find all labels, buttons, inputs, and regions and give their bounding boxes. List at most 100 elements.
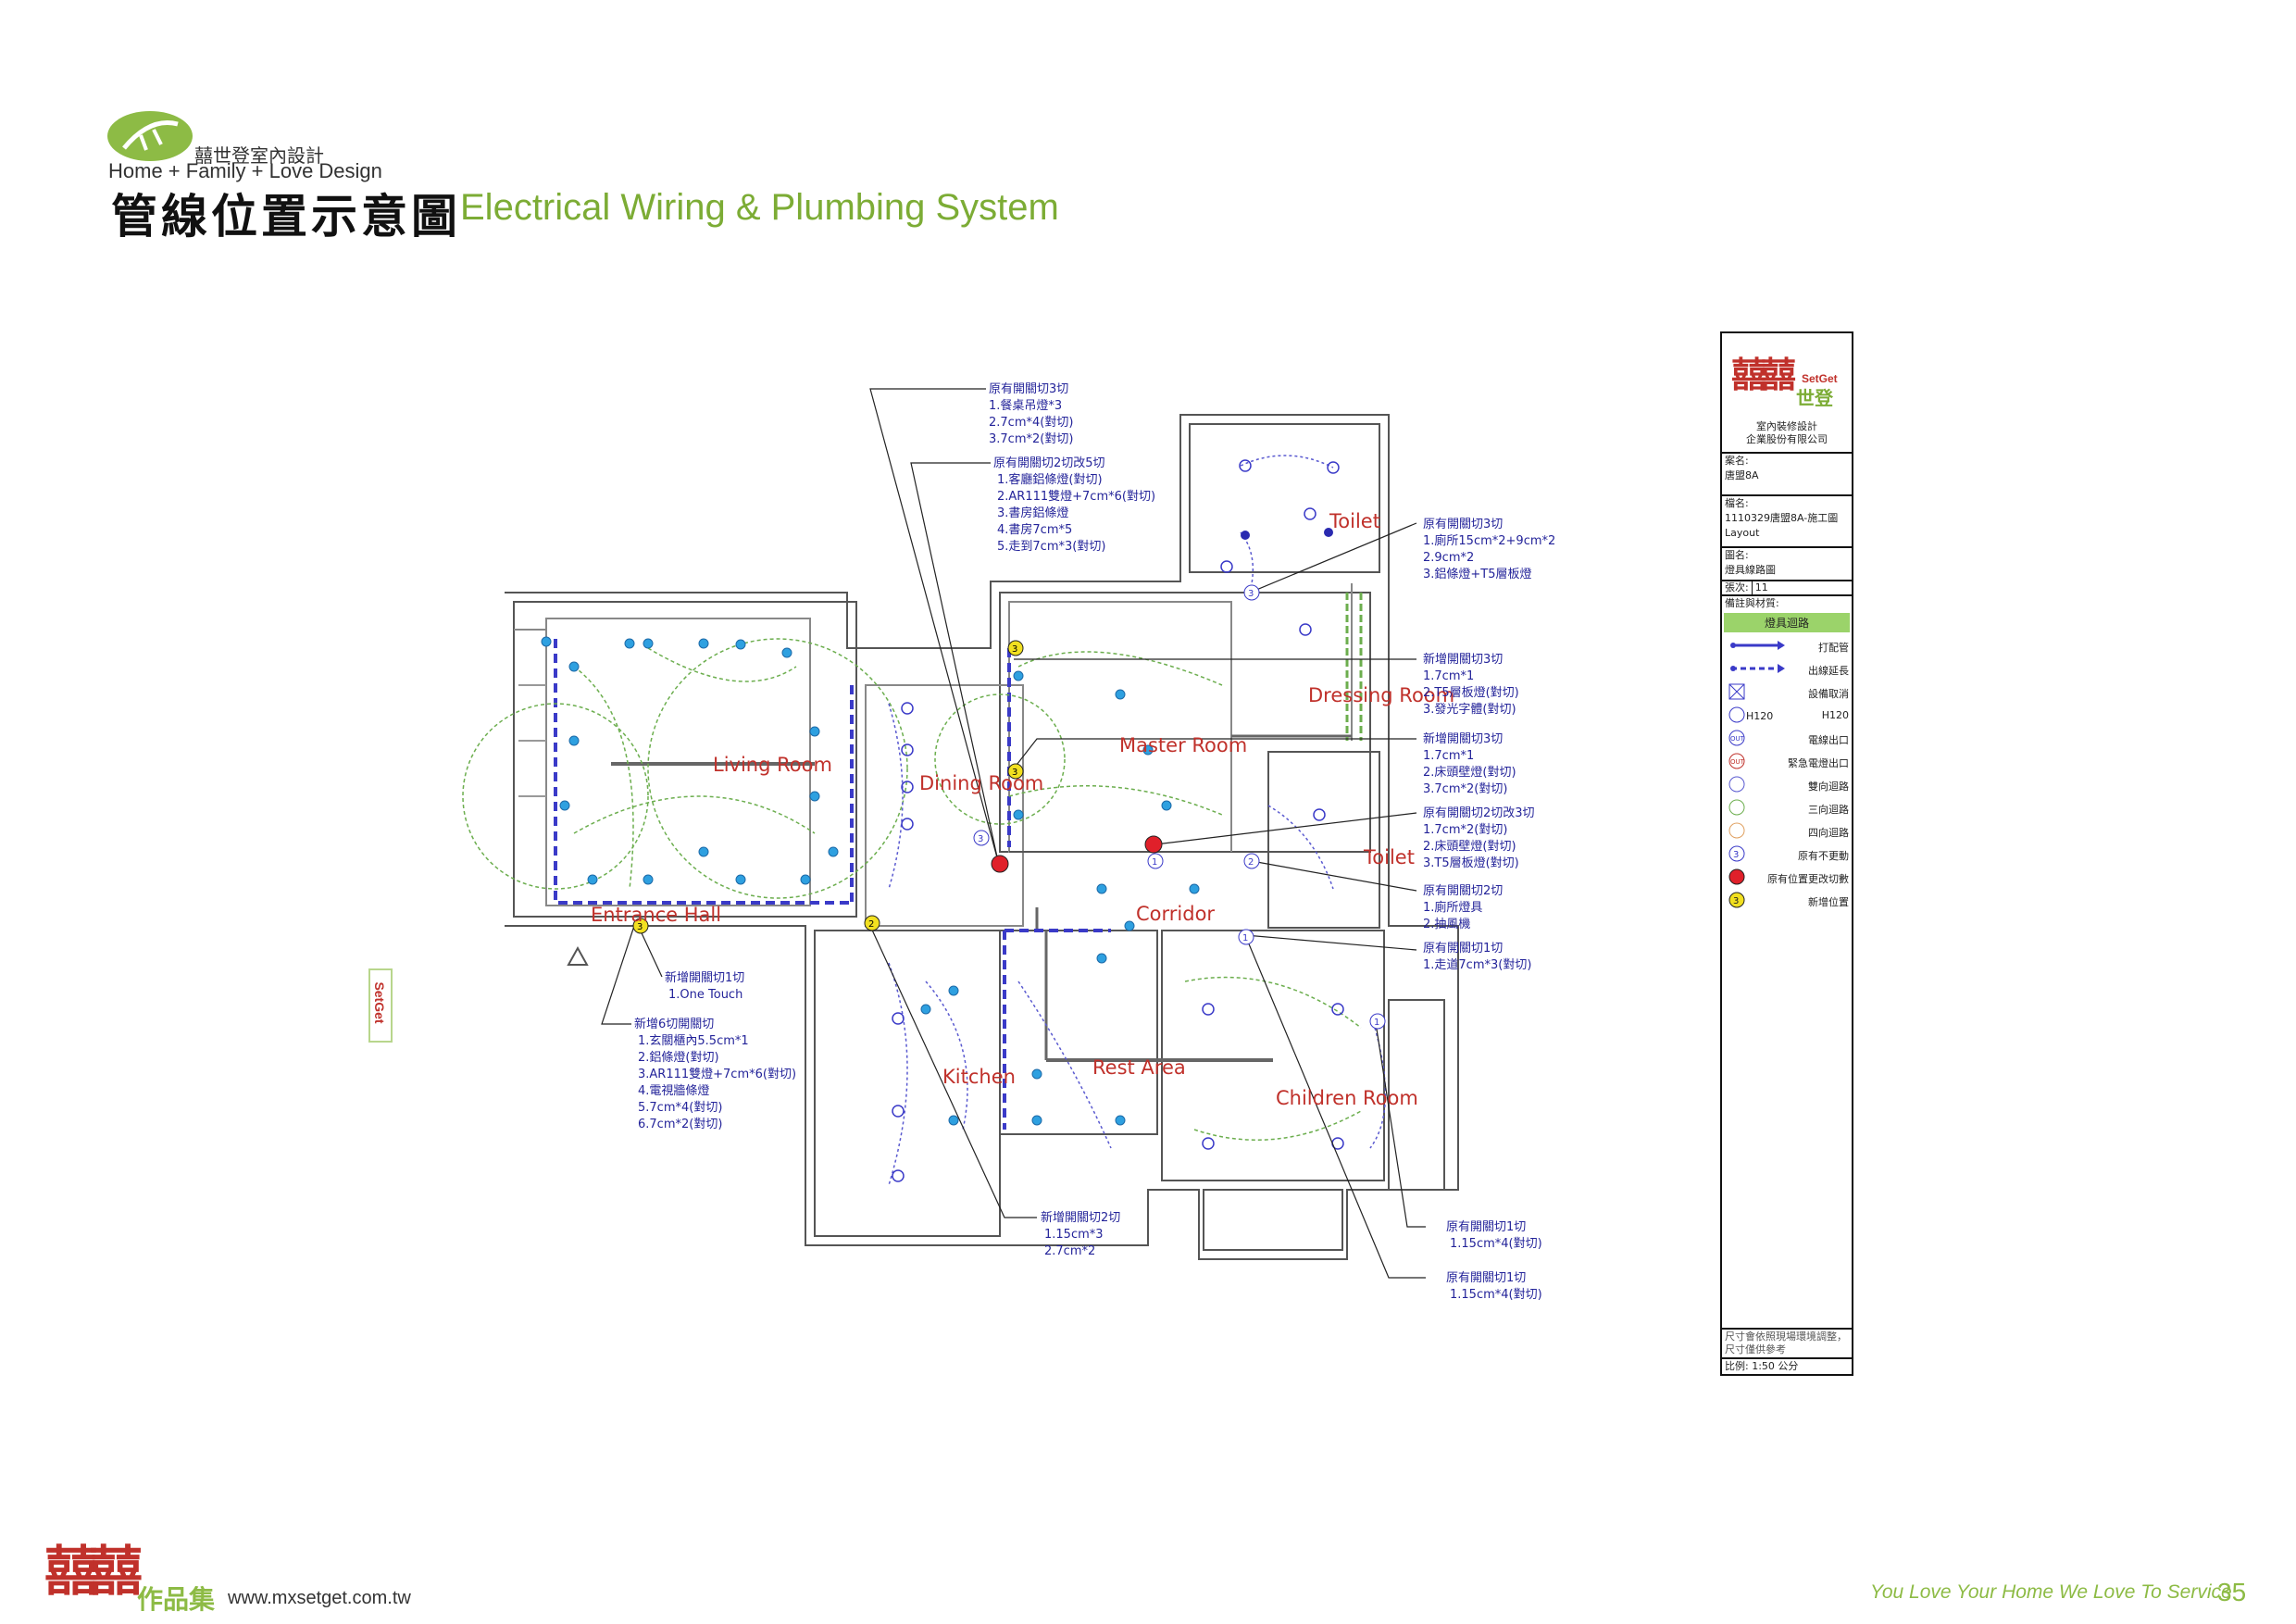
note-line: 1.廁所15cm*2+9cm*2 bbox=[1423, 533, 1555, 548]
logo-cn: 世登 bbox=[1796, 387, 1833, 409]
legend-item: OUT 電線出口 bbox=[1722, 727, 1852, 750]
note-line: 原有開關切3切 bbox=[1423, 518, 1503, 531]
marker-label: 1 bbox=[1242, 933, 1248, 943]
pipe-arrow-icon bbox=[1730, 641, 1785, 650]
note-line: 原有開關切1切 bbox=[1423, 942, 1503, 956]
room-label-living: Living Room bbox=[713, 754, 832, 776]
cancel-cross-icon bbox=[1728, 683, 1745, 700]
outline-marker-f: 1 bbox=[1369, 1013, 1386, 1030]
note-line: 4.電視牆條燈 bbox=[638, 1084, 709, 1098]
room-label-rest: Rest Area bbox=[1092, 1056, 1186, 1079]
note-line: 新增開關切2切 bbox=[1041, 1210, 1120, 1225]
case-label: 案名: bbox=[1725, 455, 1749, 467]
legend-label: 電線出口 bbox=[1808, 734, 1849, 746]
legend-label: 新增位置 bbox=[1808, 896, 1849, 908]
brand-name-cn: 囍世登室內設計 bbox=[194, 144, 324, 167]
note-block-4: 新增開關切3切 1.7cm*1 2.T5層板燈(對切) 3.發光字體(對切) bbox=[1423, 652, 1519, 717]
file-value: 1110329唐盟8A-施工圖 bbox=[1725, 512, 1839, 524]
note-line: 1.One Touch bbox=[668, 988, 742, 1002]
legend-inline-text: OUT bbox=[1730, 735, 1745, 743]
marker-label: 3 bbox=[1012, 644, 1017, 655]
scale: 比例: 1:50 公分 bbox=[1722, 1357, 1852, 1374]
note-block-3: 原有開關切3切 1.廁所15cm*2+9cm*2 2.9cm*2 3.鋁條燈+T… bbox=[1423, 518, 1555, 581]
red-marker-2 bbox=[1144, 835, 1163, 854]
yellow-marker-4: 2 bbox=[864, 915, 880, 931]
drawing-label: 圖名: bbox=[1725, 549, 1749, 561]
legend-item: 3 新增位置 bbox=[1722, 889, 1852, 912]
legend-item: 雙向迴路 bbox=[1722, 773, 1852, 796]
note-line: 1.7cm*1 bbox=[1423, 669, 1474, 683]
legend-inline-text: 3 bbox=[1733, 896, 1739, 906]
legend-item: OUT 緊急電燈出口 bbox=[1722, 750, 1852, 773]
legend-label: 出線延長 bbox=[1808, 665, 1849, 677]
drawing-value: 燈具線路圖 bbox=[1725, 564, 1776, 576]
drawing-field: 圖名: 燈具線路圖 bbox=[1722, 548, 1852, 581]
legend-item: 設備取消 bbox=[1722, 681, 1852, 704]
room-label-dressing: Dressing Room bbox=[1308, 684, 1454, 706]
legend-label: 緊急電燈出口 bbox=[1788, 757, 1849, 769]
note-line: 2.7cm*4(對切) bbox=[989, 416, 1073, 430]
route-leaders bbox=[601, 388, 1426, 1279]
legend-label: 原有不更動 bbox=[1798, 850, 1849, 862]
note-line: 2.T5層板燈(對切) bbox=[1423, 686, 1519, 700]
note-line: 新增開關切3切 bbox=[1423, 731, 1503, 746]
legend-inline-text: OUT bbox=[1730, 758, 1745, 766]
note-line: 1.15cm*3 bbox=[1044, 1228, 1104, 1242]
light-fixtures bbox=[541, 636, 1200, 1126]
wire-outlet-icon: OUT bbox=[1728, 730, 1745, 746]
legend-inline-text: 3 bbox=[1733, 850, 1739, 860]
marker-label: 3 bbox=[1248, 589, 1254, 599]
legend-item: 四向迴路 bbox=[1722, 819, 1852, 843]
room-label-corridor: Corridor bbox=[1136, 903, 1215, 925]
logo-en: SetGet bbox=[1802, 372, 1838, 385]
emergency-outlet-icon: OUT bbox=[1728, 753, 1745, 769]
legend-item: 三向迴路 bbox=[1722, 796, 1852, 819]
two-way-circuit-icon bbox=[1728, 776, 1745, 793]
yellow-marker-1: 3 bbox=[1007, 640, 1024, 656]
note-line: 1.走道7cm*3(對切) bbox=[1423, 958, 1531, 972]
legend-item: 打配管 bbox=[1722, 634, 1852, 657]
remarks-label: 備註與材質: bbox=[1725, 597, 1779, 609]
legend-header: 燈具迴路 bbox=[1724, 613, 1850, 632]
room-label-toilet-top: Toilet bbox=[1329, 510, 1380, 532]
note-line: 1.15cm*4(對切) bbox=[1450, 1237, 1542, 1251]
note-line: 1.廁所燈具 bbox=[1423, 900, 1482, 915]
footer-site-link[interactable]: www.mxsetget.com.tw bbox=[228, 1588, 411, 1608]
file-value-2: Layout bbox=[1725, 527, 1760, 539]
footer-works: 作品集 bbox=[137, 1584, 216, 1615]
legend-label: 三向迴路 bbox=[1808, 804, 1849, 816]
legend-label: 設備取消 bbox=[1808, 688, 1849, 700]
file-label: 檔名: bbox=[1725, 497, 1749, 509]
note-line: 新增6切開關切 bbox=[634, 1017, 714, 1031]
dimension-note: 尺寸會依照現場環境調整，尺寸僅供參考 bbox=[1722, 1328, 1852, 1357]
note-line: 1.玄關櫃內5.5cm*1 bbox=[638, 1034, 749, 1048]
file-field: 檔名: 1110329唐盟8A-施工圖 Layout bbox=[1722, 496, 1852, 548]
footer-logo: 囍囍 bbox=[44, 1540, 143, 1603]
logo-mark: 囍囍 bbox=[1731, 355, 1796, 395]
sheet-field: 張次: 11 bbox=[1722, 581, 1852, 596]
marker-label: 2 bbox=[1248, 857, 1254, 868]
note-line: 1.7cm*1 bbox=[1423, 749, 1474, 763]
note-block-11: 新增開關切2切 1.15cm*3 2.7cm*2 bbox=[1041, 1210, 1120, 1258]
room-label-dining: Dining Room bbox=[919, 772, 1043, 794]
marker-label: 3 bbox=[978, 834, 983, 844]
footer-slogan: You Love Your Home We Love To Service bbox=[1870, 1581, 2232, 1603]
note-line: 4.書房7cm*5 bbox=[997, 522, 1072, 537]
marker-label: 3 bbox=[637, 922, 643, 932]
three-way-circuit-icon bbox=[1728, 799, 1745, 816]
note-line: 新增開關切3切 bbox=[1423, 652, 1503, 667]
note-line: 3.發光字體(對切) bbox=[1423, 703, 1516, 717]
note-block-7: 原有開關切2切 1.廁所燈具 2.抽風機 bbox=[1423, 884, 1503, 931]
note-line: 1.餐桌吊燈*3 bbox=[989, 398, 1062, 413]
room-label-toilet-mid: Toilet bbox=[1363, 846, 1415, 868]
note-block-13: 原有開關切1切 1.15cm*4(對切) bbox=[1446, 1271, 1542, 1302]
legend-label: 四向迴路 bbox=[1808, 827, 1849, 839]
outline-marker-a: 3 bbox=[1243, 584, 1260, 601]
note-line: 5.走到7cm*3(對切) bbox=[997, 540, 1105, 554]
unchanged-marker-icon: 3 bbox=[1728, 845, 1745, 862]
note-line: 3.T5層板燈(對切) bbox=[1423, 856, 1519, 870]
legend-item: 出線延長 bbox=[1722, 657, 1852, 681]
title-block-logo: 囍囍 SetGet 世登 室內裝修設計 企業股份有限公司 bbox=[1722, 333, 1852, 454]
